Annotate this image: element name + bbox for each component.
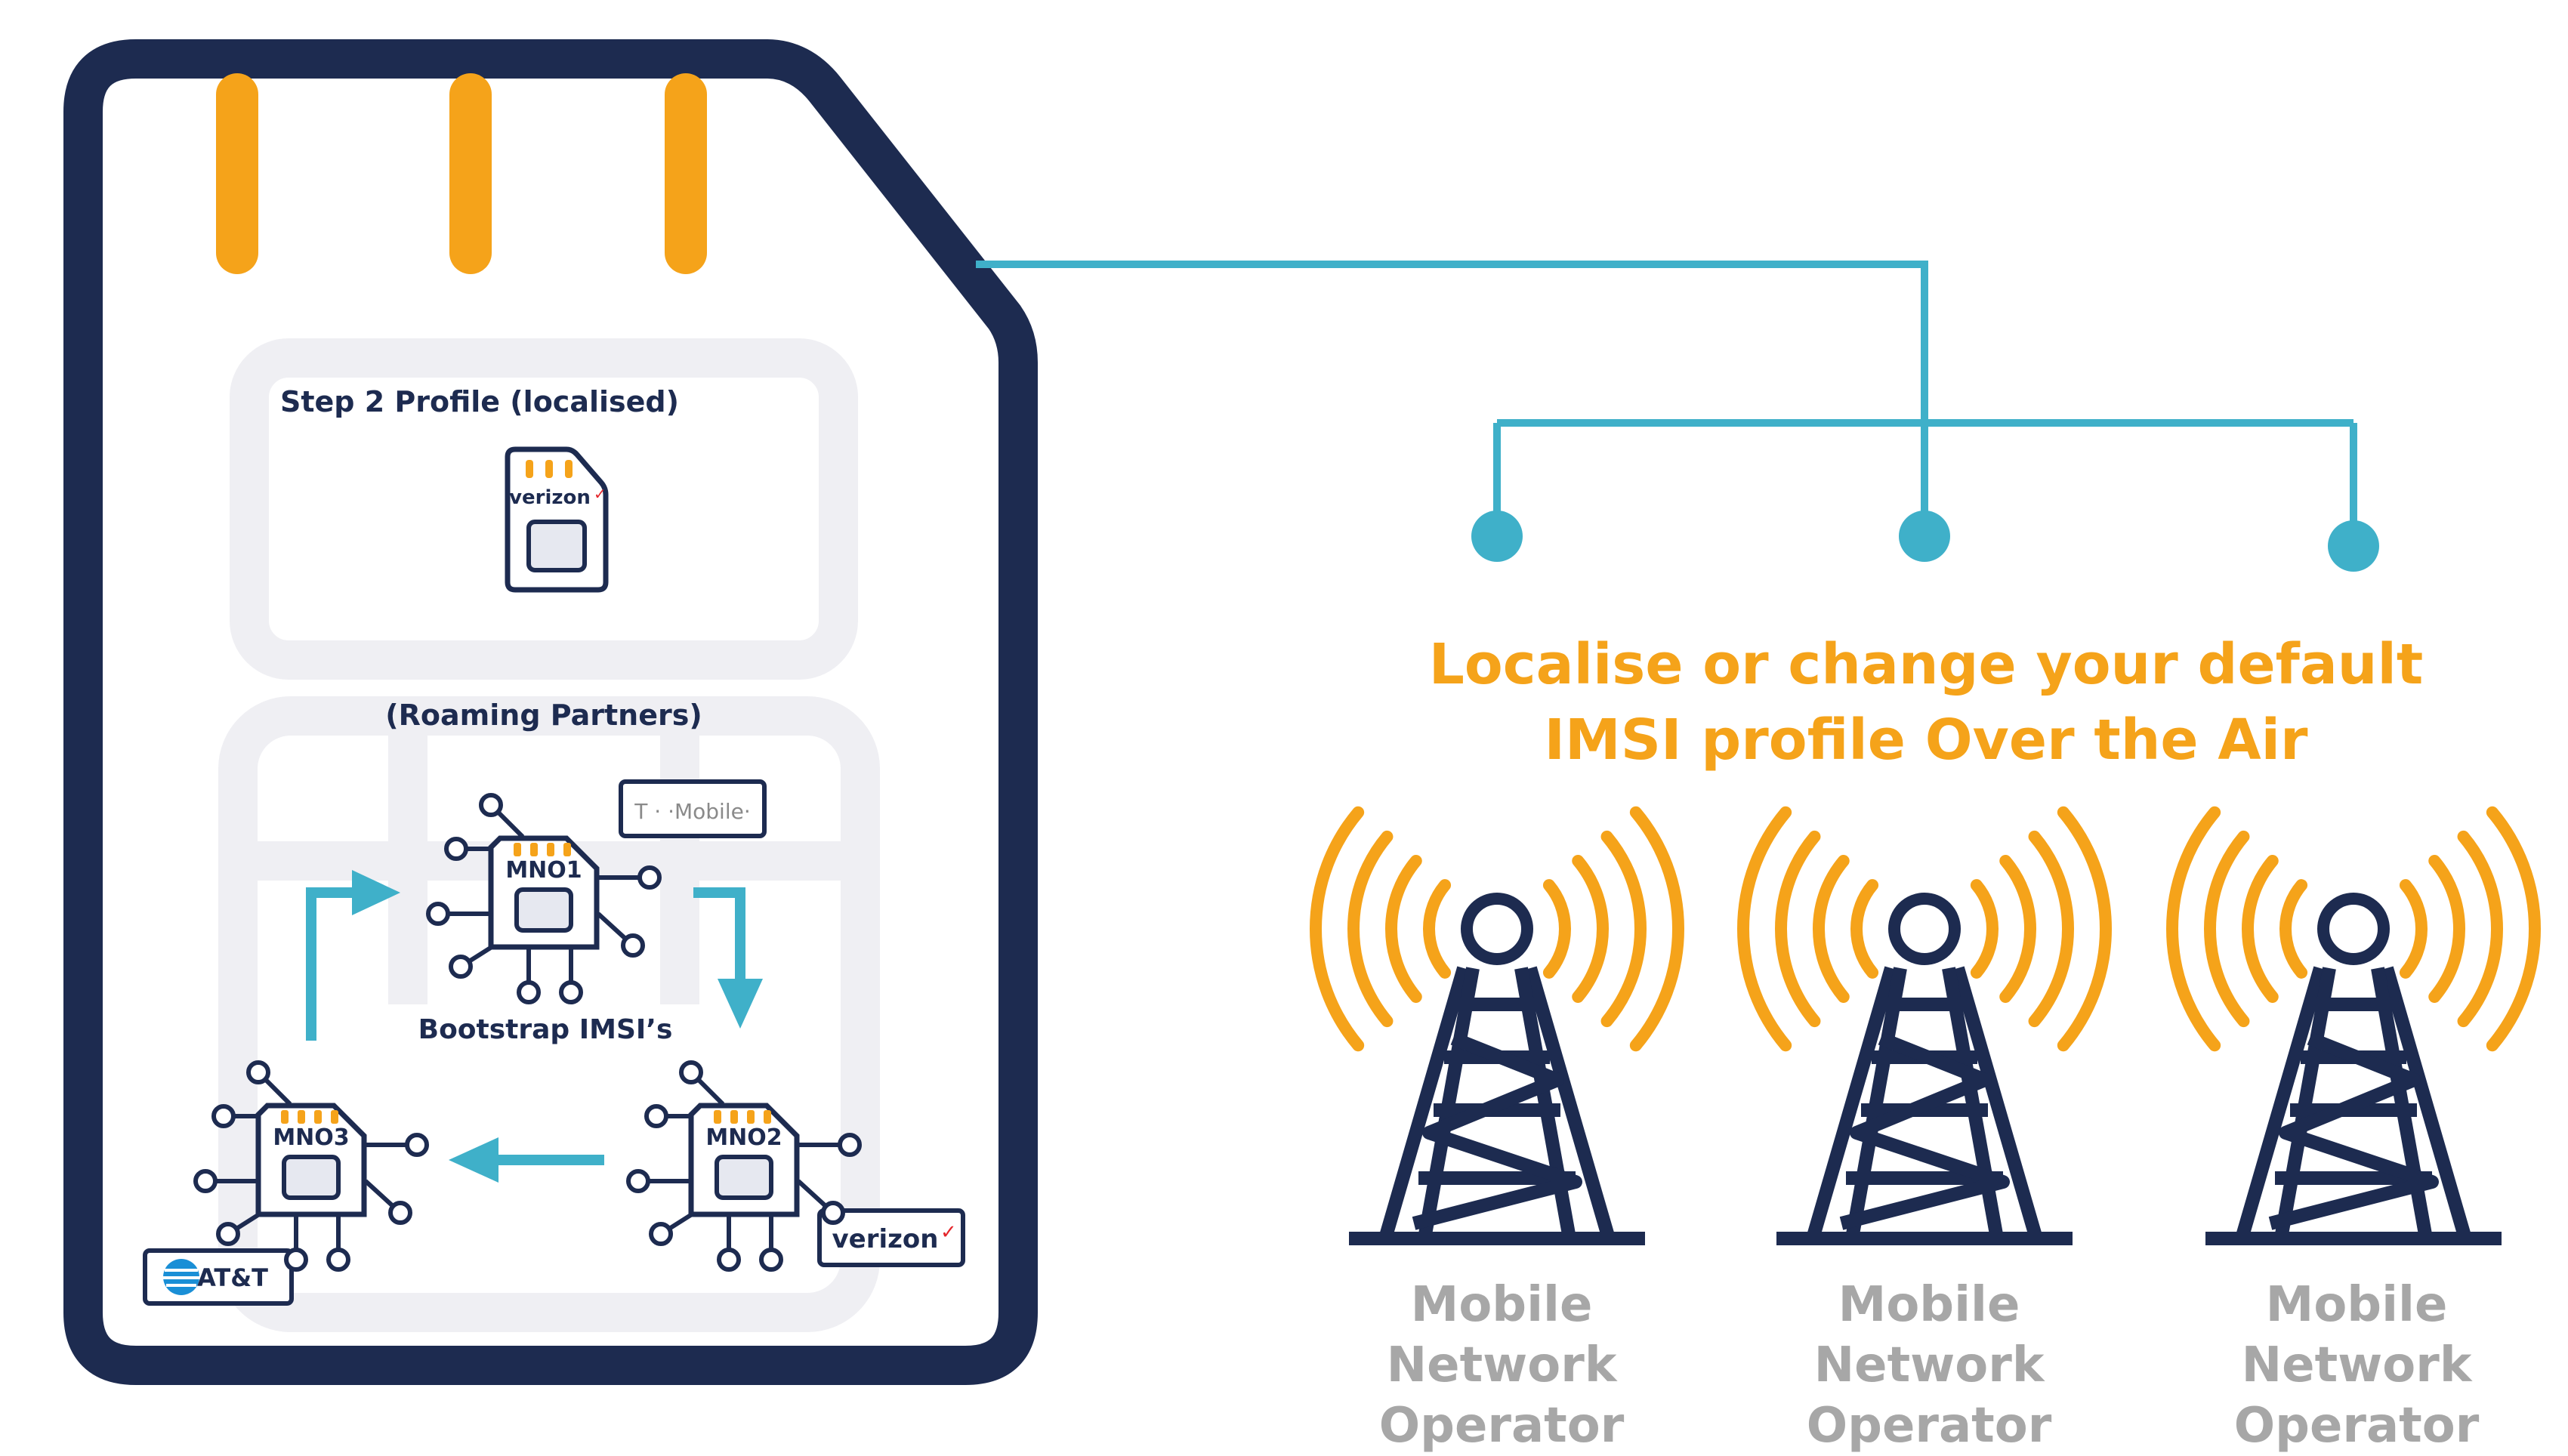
chip-pad	[426, 902, 450, 926]
operator-label-1: Mobile Network Operator	[1290, 1275, 1713, 1456]
chip-contact	[714, 1110, 721, 1124]
roaming-partners-title: (Roaming Partners)	[385, 699, 702, 732]
signal-waves	[1310, 806, 1684, 1052]
chip-contact	[514, 843, 521, 856]
chip-contact	[730, 1110, 738, 1124]
step2-profile-title: Step 2 Profile (localised)	[280, 385, 679, 418]
arrow-mno3-to-mno1	[306, 887, 355, 1041]
operator-label-2: Mobile Network Operator	[1718, 1275, 2141, 1456]
att-logo-box: AT&T	[143, 1248, 294, 1306]
chip-pad	[388, 1201, 412, 1225]
svg-text:✓: ✓	[594, 485, 607, 503]
mno-chip-label: MNO1	[505, 857, 582, 884]
chip-contact	[563, 843, 571, 856]
operator-label-line2: Operator	[1378, 1398, 1625, 1454]
chip-pad	[284, 1248, 308, 1272]
connector-endpoints	[1471, 511, 2379, 572]
mno-chip-label: MNO3	[273, 1124, 349, 1151]
chip-contact	[764, 1110, 771, 1124]
operator-label-line1: Mobile Network	[2241, 1277, 2472, 1393]
operator-label-line2: Operator	[2233, 1398, 2480, 1454]
sim-contacts	[216, 73, 707, 274]
tmobile-logo: T · ·Mobile·	[634, 799, 750, 824]
chip-contact	[314, 1110, 322, 1124]
chip-pad	[717, 1248, 741, 1272]
verizon-logo-box: verizon ✓	[817, 1208, 965, 1267]
ota-heading-line2: IMSI profile Over the Air	[1544, 708, 2308, 773]
chip-contact	[331, 1110, 338, 1124]
chip-pad	[621, 933, 645, 958]
chip-pad	[637, 865, 662, 890]
tower-structure	[1776, 966, 2073, 1245]
mno-cycle-arrows	[306, 870, 763, 1183]
chip-contact	[298, 1110, 305, 1124]
ota-heading-line1: Localise or change your default	[1428, 632, 2424, 697]
mno-chip: MNO3	[193, 1060, 429, 1272]
endpoint-dot	[2328, 520, 2379, 572]
chip-contact	[530, 843, 538, 856]
chip-die	[715, 1155, 773, 1200]
ota-connector	[976, 261, 2357, 540]
chip-pad	[679, 1060, 703, 1084]
chip-pad	[211, 1104, 236, 1128]
chip-pad	[517, 980, 541, 1004]
cell-tower-icon	[2166, 806, 2541, 1245]
chip-pad	[626, 1169, 650, 1193]
arrow-mno1-to-mno2	[693, 887, 745, 982]
chip-pad	[216, 1222, 240, 1246]
verizon-logo: verizon	[832, 1224, 939, 1254]
chip-contact	[281, 1110, 289, 1124]
cell-tower-icon	[1310, 806, 1684, 1245]
cell-towers	[1310, 806, 2541, 1245]
operator-label-line2: Operator	[1806, 1398, 2052, 1454]
operator-label-3: Mobile Network Operator	[2145, 1275, 2568, 1456]
tower-structure	[1349, 966, 1645, 1245]
chip-pad	[193, 1169, 218, 1193]
signal-waves	[1737, 806, 2112, 1052]
endpoint-dot	[1471, 511, 1523, 562]
chip-pad	[405, 1133, 429, 1157]
bootstrap-imsi-label: Bootstrap IMSI’s	[418, 1014, 673, 1045]
tower-antenna	[1888, 893, 1961, 965]
tower-structure	[2205, 966, 2502, 1245]
chip-pad	[326, 1248, 350, 1272]
operator-label-line1: Mobile Network	[1386, 1277, 1617, 1393]
signal-waves	[2166, 806, 2541, 1052]
chip-pad	[246, 1060, 270, 1084]
chip-pad	[444, 837, 468, 861]
operator-label-line1: Mobile Network	[1813, 1277, 2045, 1393]
endpoint-dot	[1899, 511, 1950, 562]
chip-pad	[449, 955, 473, 979]
mno-chip: MNO2	[626, 1060, 862, 1272]
chip-contact	[547, 843, 554, 856]
mno-chip-label: MNO2	[705, 1124, 782, 1151]
ota-heading: Localise or change your default IMSI pro…	[1284, 627, 2568, 778]
tower-antenna	[2317, 893, 2390, 965]
cell-tower-icon	[1737, 806, 2112, 1245]
chip-pad	[759, 1248, 783, 1272]
verizon-sim-icon: verizon ✓	[505, 446, 609, 593]
tmobile-logo-box: T · ·Mobile·	[619, 779, 767, 838]
tower-antenna	[1461, 893, 1533, 965]
chip-pad	[821, 1201, 845, 1225]
chip-contact	[747, 1110, 755, 1124]
mno-chip: MNO1	[426, 793, 662, 1004]
svg-text:✓: ✓	[940, 1221, 957, 1244]
chip-die	[514, 887, 573, 933]
chip-pad	[479, 793, 503, 817]
verizon-logo: verizon	[509, 486, 591, 509]
chip-pad	[649, 1222, 673, 1246]
chip-die	[282, 1155, 341, 1200]
chip-pad	[644, 1104, 668, 1128]
att-logo: AT&T	[197, 1263, 268, 1292]
chip-pad	[838, 1133, 862, 1157]
chip-pad	[559, 980, 583, 1004]
